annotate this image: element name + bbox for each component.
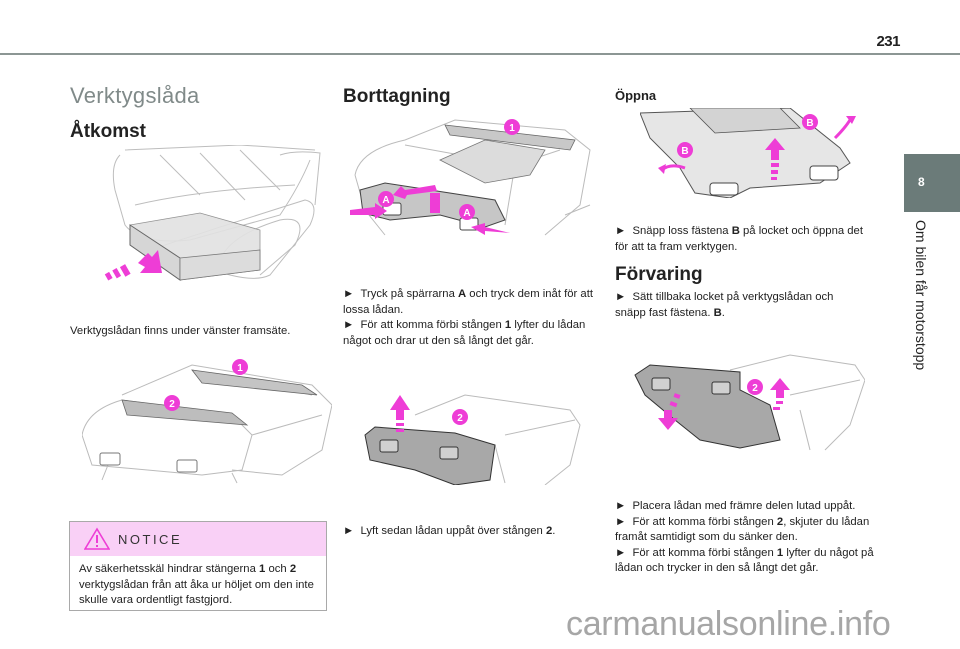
removal-latches-illustration: 1 A A xyxy=(345,115,595,250)
step-text: B xyxy=(713,306,722,319)
step-text: För att komma förbi stången xyxy=(632,546,777,559)
step-text: För att komma förbi stången xyxy=(632,515,777,528)
step-text: För att komma förbi stången xyxy=(360,319,505,331)
header-divider xyxy=(0,53,960,55)
step-item: ► Sätt tillbaka locket på verktygslådan … xyxy=(615,290,865,321)
bullet-icon: ► xyxy=(615,515,627,528)
step-text: Snäpp loss fästena xyxy=(632,225,732,237)
storage-heading: Förvaring xyxy=(615,264,703,285)
bullet-icon: ► xyxy=(615,546,627,559)
callout-2-icon: 2 xyxy=(164,395,180,411)
step-item: ► Placera lådan med främre delen lutad u… xyxy=(615,499,877,515)
step-text: , skjuter du lådan framåt samtidigt som … xyxy=(615,515,870,544)
step-text: på locket och öppna det för att ta fram … xyxy=(615,225,863,253)
notice-title: NOTICE xyxy=(118,532,183,547)
callout-a-icon: A xyxy=(378,191,394,207)
storage-insert-illustration: 2 xyxy=(630,350,865,455)
access-text: Verktygslådan finns under vänster framsä… xyxy=(70,325,291,337)
callout-1-icon: 1 xyxy=(504,119,520,135)
lift-arrow-icon xyxy=(765,138,785,180)
bullet-icon: ► xyxy=(343,288,355,300)
section-title: Verktygslåda xyxy=(70,83,200,108)
up-arrow-icon xyxy=(770,378,790,410)
step-text: och tryck dem inåt för att lossa lådan. xyxy=(343,288,593,316)
toolbox-bars-illustration: 1 2 xyxy=(82,355,332,485)
step-text: lyfter du lådan något och drar ut den så… xyxy=(343,319,586,347)
step-text: A xyxy=(458,288,467,300)
page-number: 231 xyxy=(876,33,900,50)
step-text: 2 xyxy=(776,515,784,528)
callout-2-icon: 2 xyxy=(747,379,763,395)
step-text: 1 xyxy=(504,319,512,331)
push-arrow-icon xyxy=(350,185,510,235)
bullet-icon: ► xyxy=(343,525,355,537)
callout-2-icon: 2 xyxy=(452,409,468,425)
notice-text-part: Av säkerhetsskäl hindrar stängerna xyxy=(79,563,260,575)
svg-text:A: A xyxy=(382,195,389,206)
open-heading: Öppna xyxy=(615,88,657,103)
warning-triangle-icon xyxy=(84,527,110,550)
step-text: lyfter du något på lådan och trycker in … xyxy=(615,546,874,575)
step-item: ► Lyft sedan lådan uppåt över stången 2. xyxy=(343,524,601,540)
step-text: 2 xyxy=(545,525,553,537)
svg-text:2: 2 xyxy=(752,383,758,394)
callout-1-icon: 1 xyxy=(232,359,248,375)
step-text: Sätt tillbaka locket på verktygslådan oc… xyxy=(615,291,834,319)
notice-text: Av säkerhetsskäl hindrar stängerna 1 och… xyxy=(79,562,321,609)
seat-toolbox-illustration xyxy=(80,145,330,315)
bullet-icon: ► xyxy=(615,291,627,303)
open-steps: ► Snäpp loss fästena B på locket och öpp… xyxy=(615,224,865,255)
step-item: ► För att komma förbi stången 1 lyfter d… xyxy=(343,318,601,349)
callout-b-icon: B xyxy=(802,114,818,130)
step-text: . xyxy=(721,306,725,319)
step-item: ► Snäpp loss fästena B på locket och öpp… xyxy=(615,224,865,255)
svg-text:1: 1 xyxy=(237,363,243,374)
notice-text-part: verktygslådan från att åka ur höljet om … xyxy=(79,578,314,607)
svg-text:B: B xyxy=(681,146,688,157)
access-heading: Åtkomst xyxy=(70,121,147,142)
bullet-icon: ► xyxy=(615,225,627,237)
bullet-icon: ► xyxy=(615,500,627,512)
removal-lift-illustration: 2 xyxy=(355,385,585,485)
svg-text:B: B xyxy=(806,118,813,129)
svg-text:2: 2 xyxy=(169,399,175,410)
step-text: . xyxy=(552,525,556,537)
step-text: Lyft sedan lådan uppåt över stången xyxy=(360,525,546,537)
lift-arrow-icon xyxy=(390,395,410,432)
step-text: Placera lådan med främre delen lutad upp… xyxy=(632,500,856,512)
step-text: B xyxy=(731,225,740,237)
open-lid-illustration: B B xyxy=(640,108,865,198)
storage-steps-1: ► Sätt tillbaka locket på verktygslådan … xyxy=(615,290,865,321)
svg-text:2: 2 xyxy=(457,413,463,424)
removal-steps-2: ► Lyft sedan lådan uppåt över stången 2. xyxy=(343,524,601,540)
chapter-title-text: Om bilen får motorstopp xyxy=(913,220,929,371)
storage-steps-2: ► Placera lådan med främre delen lutad u… xyxy=(615,499,877,577)
chapter-tab[interactable]: 8 xyxy=(904,154,960,212)
notice-text-part: 1 xyxy=(259,563,266,575)
step-text: Tryck på spärrarna xyxy=(360,288,458,300)
step-text: 1 xyxy=(776,546,784,559)
removal-heading: Borttagning xyxy=(343,86,451,107)
svg-text:1: 1 xyxy=(509,123,515,134)
down-arrow-icon xyxy=(658,393,681,430)
notice-box: NOTICE Av säkerhetsskäl hindrar stängern… xyxy=(69,521,327,611)
notice-text-part: och xyxy=(265,563,290,575)
step-item: ► För att komma förbi stången 1 lyfter d… xyxy=(615,546,877,577)
svg-text:A: A xyxy=(463,208,470,219)
callout-b-icon: B xyxy=(677,142,693,158)
chapter-number: 8 xyxy=(918,175,925,189)
step-item: ► Tryck på spärrarna A och tryck dem inå… xyxy=(343,287,601,318)
notice-text-part: 2 xyxy=(289,563,297,575)
arrow-icon xyxy=(104,250,162,281)
bullet-icon: ► xyxy=(343,319,355,331)
callout-a-icon: A xyxy=(459,204,475,220)
chapter-title: Om bilen får motorstopp xyxy=(905,220,935,410)
notice-header: NOTICE xyxy=(70,522,326,556)
watermark-link[interactable]: carmanualsonline.info xyxy=(566,605,891,643)
removal-steps-1: ► Tryck på spärrarna A och tryck dem inå… xyxy=(343,287,601,349)
step-item: ► För att komma förbi stången 2, skjuter… xyxy=(615,515,877,546)
